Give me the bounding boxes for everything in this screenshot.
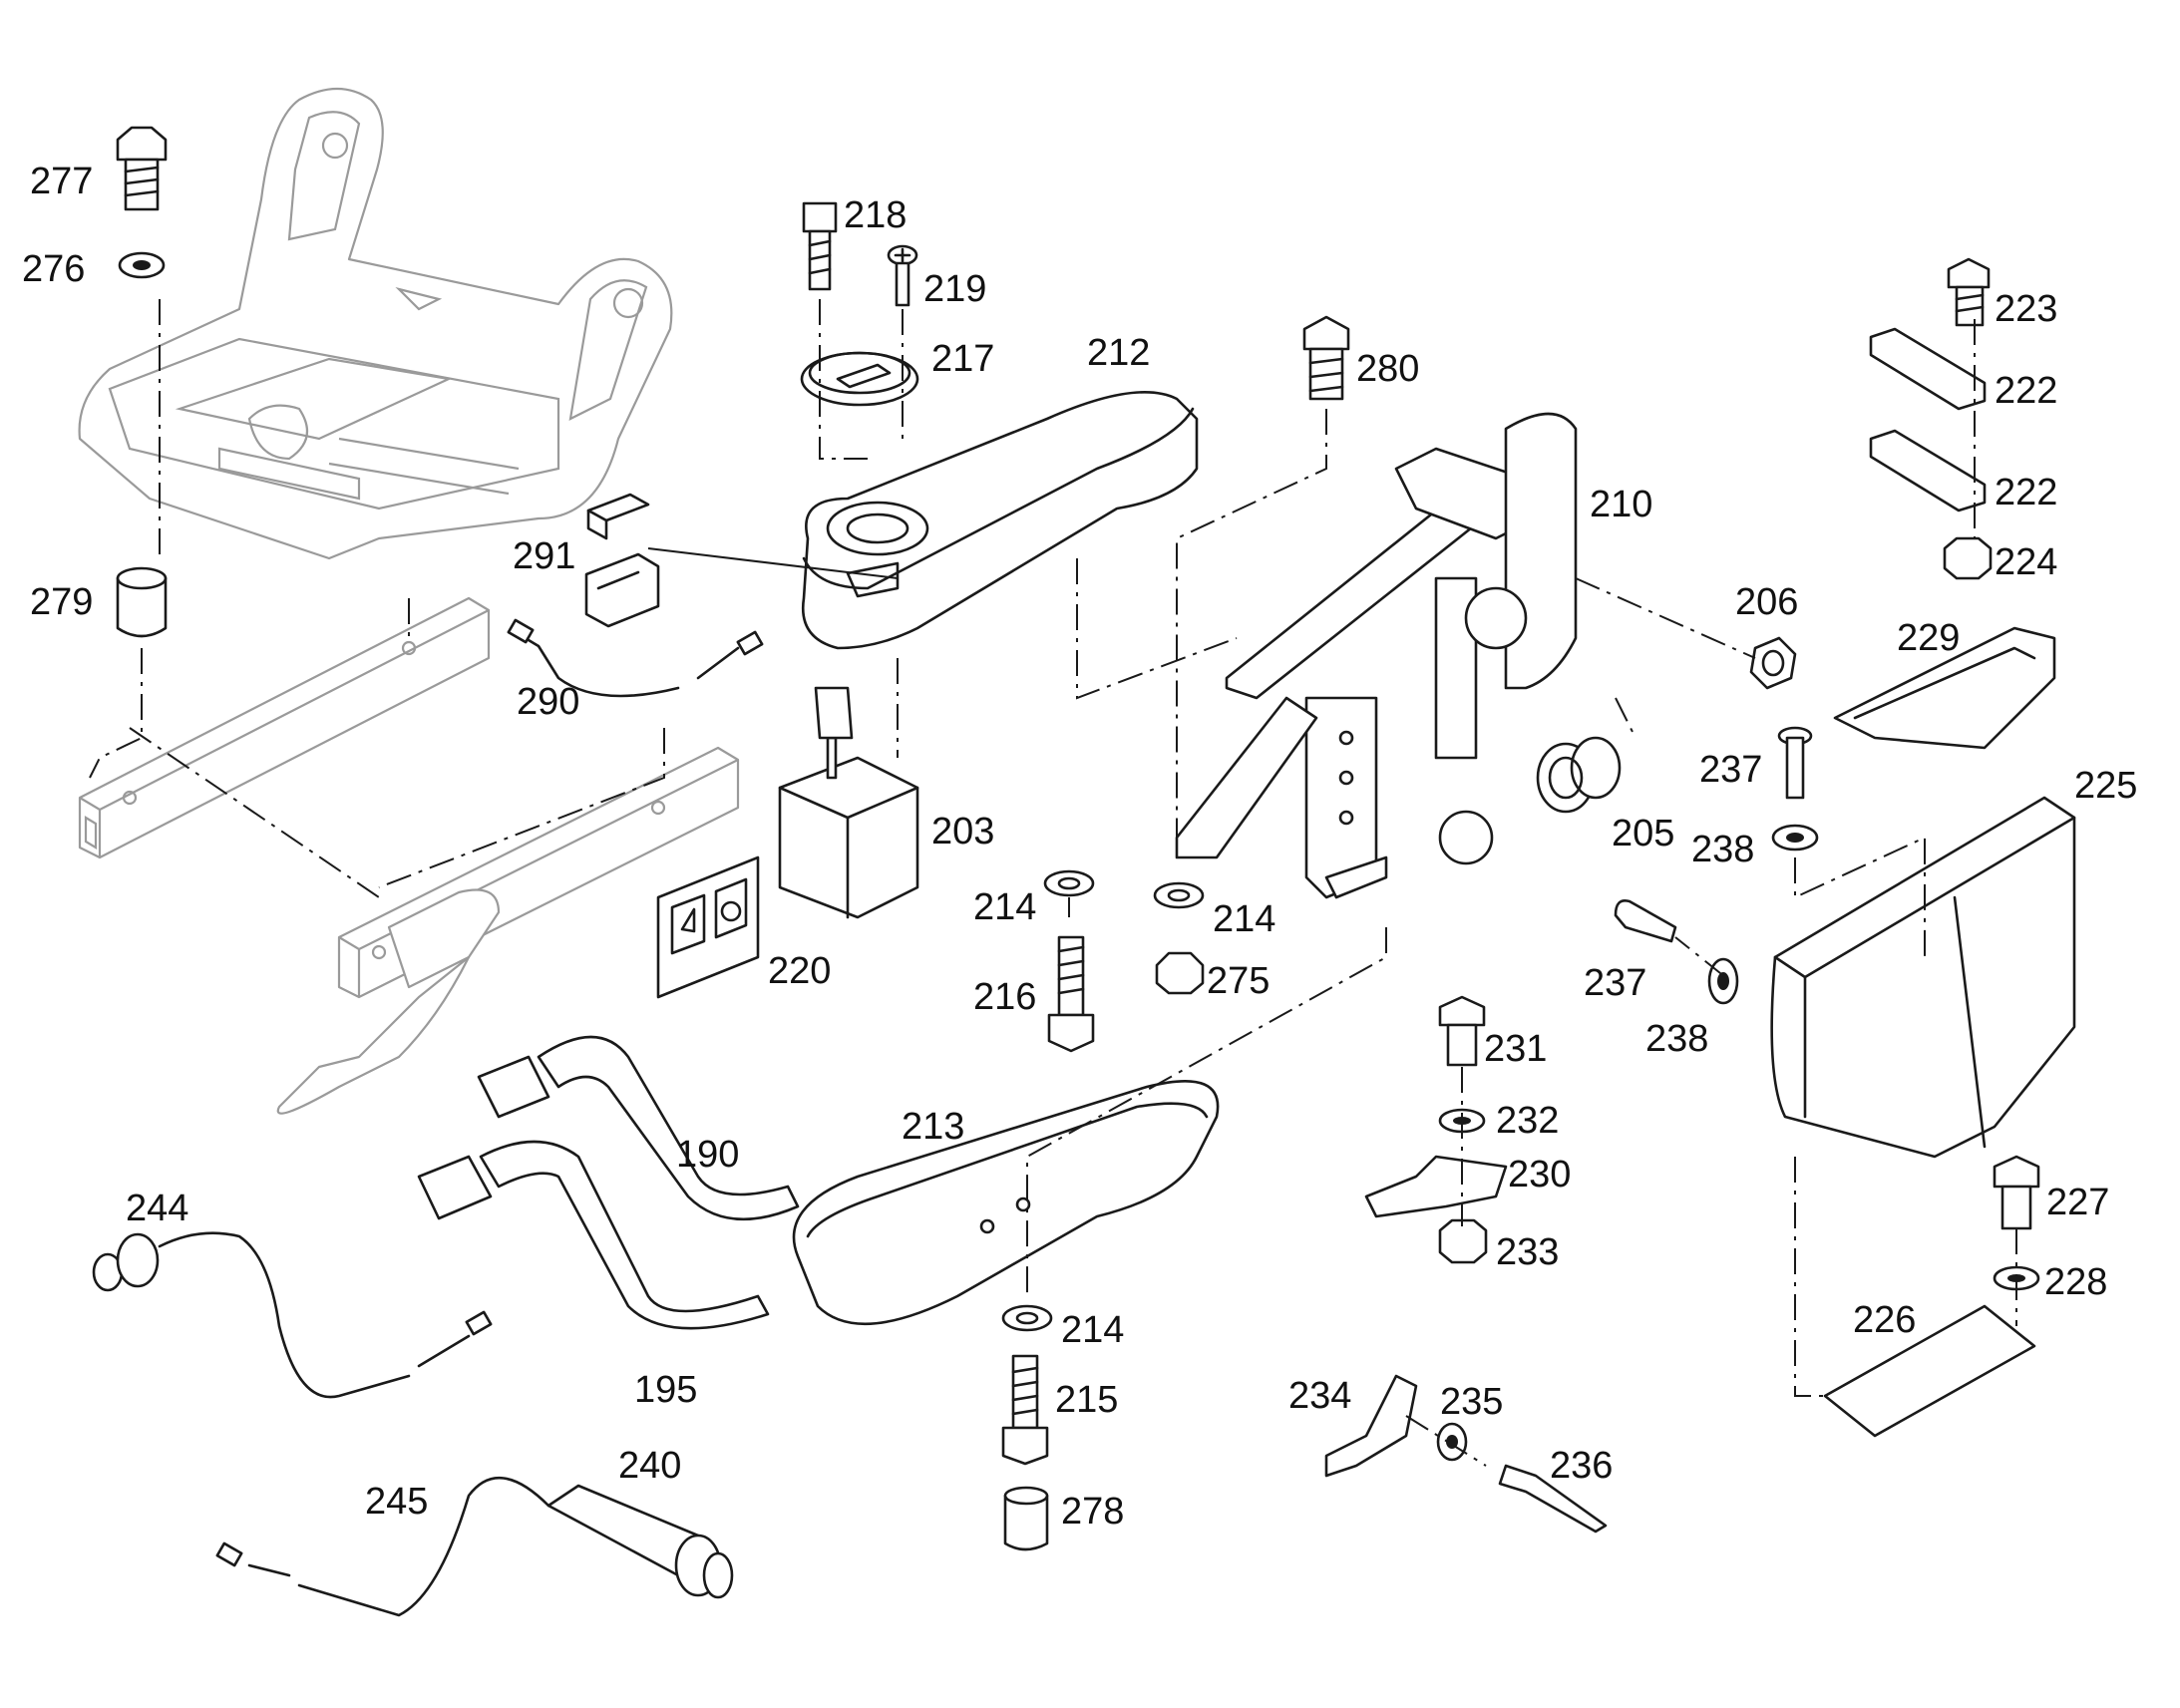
label-222b: 222 [1995,472,2057,513]
label-190: 190 [676,1134,739,1176]
label-238a: 238 [1691,829,1754,870]
washer-214a-icon [1043,869,1095,897]
label-227: 227 [2046,1182,2109,1223]
label-214a: 214 [973,886,1036,928]
label-195: 195 [634,1369,697,1411]
label-215: 215 [1055,1379,1118,1421]
label-228: 228 [2044,1261,2107,1303]
nut-233-icon [1438,1218,1488,1264]
screw-219-icon [887,244,918,307]
seat-rail-icon [78,596,740,1115]
grommet-205-icon [1536,736,1622,814]
label-plate-220-icon [656,855,760,999]
part-labels: 277 276 279 218 219 217 212 280 223 222 … [22,161,2137,1533]
label-214c: 214 [1061,1309,1124,1351]
label-220: 220 [768,950,831,992]
label-231: 231 [1484,1028,1547,1070]
label-225: 225 [2074,765,2137,807]
bracket-234-icon [1324,1374,1418,1478]
nut-224-icon [1943,536,1993,580]
label-217: 217 [931,338,994,380]
storage-box-icon [1770,796,2076,1159]
switch-291-icon [584,493,660,628]
washer-214b-icon [1153,881,1205,909]
ribbon-cable-190-icon [477,1035,800,1221]
bolt-216-icon [1047,935,1095,1053]
label-280: 280 [1356,348,1419,390]
cable-244-icon [92,1231,493,1399]
label-210: 210 [1590,484,1652,525]
assembly-lines [89,299,2017,1467]
label-229: 229 [1897,617,1960,659]
label-212: 212 [1087,332,1150,374]
label-238b: 238 [1645,1018,1708,1060]
console-bracket-icon [1175,412,1578,899]
label-226: 226 [1853,1299,1916,1341]
label-237b: 237 [1584,962,1646,1004]
label-290: 290 [517,681,579,723]
washer-276-icon [118,251,166,279]
pin-237b-icon [1614,899,1677,943]
label-222a: 222 [1995,370,2057,412]
washer-235-icon [1436,1422,1468,1462]
bolt-223-icon [1947,257,1991,327]
bracket-226-icon [1823,1304,2036,1438]
joystick-icon [778,686,919,919]
sensor-240-icon [215,1476,734,1617]
label-233: 233 [1496,1231,1559,1273]
bracket-230-icon [1364,1155,1508,1218]
label-205: 205 [1612,813,1674,854]
ribbon-cable-195-icon [417,1140,770,1330]
label-223: 223 [1995,288,2057,330]
label-214b: 214 [1213,898,1275,940]
label-216: 216 [973,976,1036,1018]
label-244: 244 [126,1188,188,1229]
armrest-icon [801,391,1199,650]
pin-236-icon [1498,1464,1608,1534]
label-206: 206 [1735,581,1798,623]
bolt-231-icon [1438,995,1486,1067]
label-291: 291 [513,535,575,577]
bolt-280-icon [1302,315,1350,401]
spacer-279-icon [116,566,168,638]
label-219: 219 [923,268,986,310]
label-218: 218 [844,194,907,236]
label-278: 278 [1061,1491,1124,1533]
plate-222a-icon [1869,327,1987,411]
label-234: 234 [1288,1375,1351,1417]
screw-218-icon [802,201,838,291]
cap-278-icon [1003,1486,1049,1551]
washer-238b-icon [1707,957,1739,1005]
label-213: 213 [902,1106,964,1148]
seat-frame-icon [78,88,673,560]
plate-222b-icon [1869,429,1987,512]
washer-238a-icon [1771,824,1819,852]
label-232: 232 [1496,1100,1559,1142]
bolt-215-icon [1001,1354,1049,1466]
cover-217-icon [800,351,919,407]
label-240: 240 [618,1445,681,1487]
label-275: 275 [1207,960,1270,1002]
label-203: 203 [931,811,994,853]
label-245: 245 [365,1481,428,1523]
bolt-277-icon [116,126,168,211]
nut-275-icon [1155,951,1205,995]
label-236: 236 [1550,1445,1613,1487]
storage-lid-229-icon [1833,626,2056,750]
nut-206-icon [1749,636,1797,690]
label-237a: 237 [1699,749,1762,791]
label-279: 279 [30,581,93,623]
label-277: 277 [30,161,93,202]
label-230: 230 [1508,1154,1571,1196]
pin-237a-icon [1777,726,1813,800]
label-235: 235 [1440,1381,1503,1423]
bolt-227-icon [1993,1155,2040,1230]
washer-214c-icon [1001,1304,1053,1332]
tray-213-icon [792,1079,1220,1326]
label-276: 276 [22,248,85,290]
cable-290-icon [507,618,764,698]
label-224: 224 [1995,541,2057,583]
